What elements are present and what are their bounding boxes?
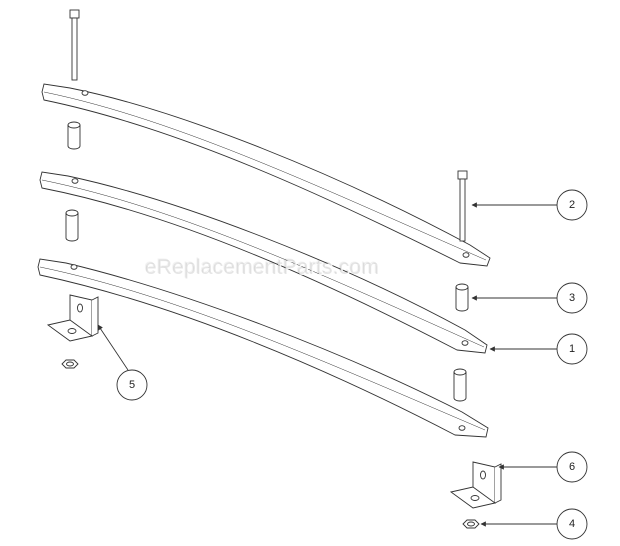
leaf-spring-bottom	[37, 258, 489, 438]
spacer-middle	[65, 209, 79, 242]
callout-number-5: 5	[129, 379, 135, 391]
callout-number-4: 4	[569, 518, 575, 530]
callout-number-1: 1	[569, 343, 575, 355]
spacer-right-lower	[453, 368, 467, 402]
leaf-spring-middle	[39, 171, 488, 354]
callout-number-6: 6	[569, 461, 575, 473]
nut-right	[462, 519, 480, 529]
nut-left	[61, 359, 79, 369]
callout-circle-1	[556, 333, 588, 365]
bolt-right	[457, 170, 468, 242]
callout-circle-4	[556, 508, 588, 540]
bracket-right	[449, 461, 502, 509]
leader-line-5	[97, 324, 129, 371]
spacer-right-upper	[455, 283, 469, 312]
callout-number-3: 3	[569, 292, 575, 304]
callout-circle-5	[116, 369, 148, 401]
bracket-left	[46, 294, 99, 342]
callout-circle-6	[556, 451, 588, 483]
callout-circle-2	[556, 189, 588, 221]
callout-circle-3	[556, 282, 588, 314]
spacer-top	[67, 121, 81, 150]
bolt-top	[69, 9, 80, 81]
leaf-spring-top	[41, 83, 491, 267]
callout-number-2: 2	[569, 199, 575, 211]
